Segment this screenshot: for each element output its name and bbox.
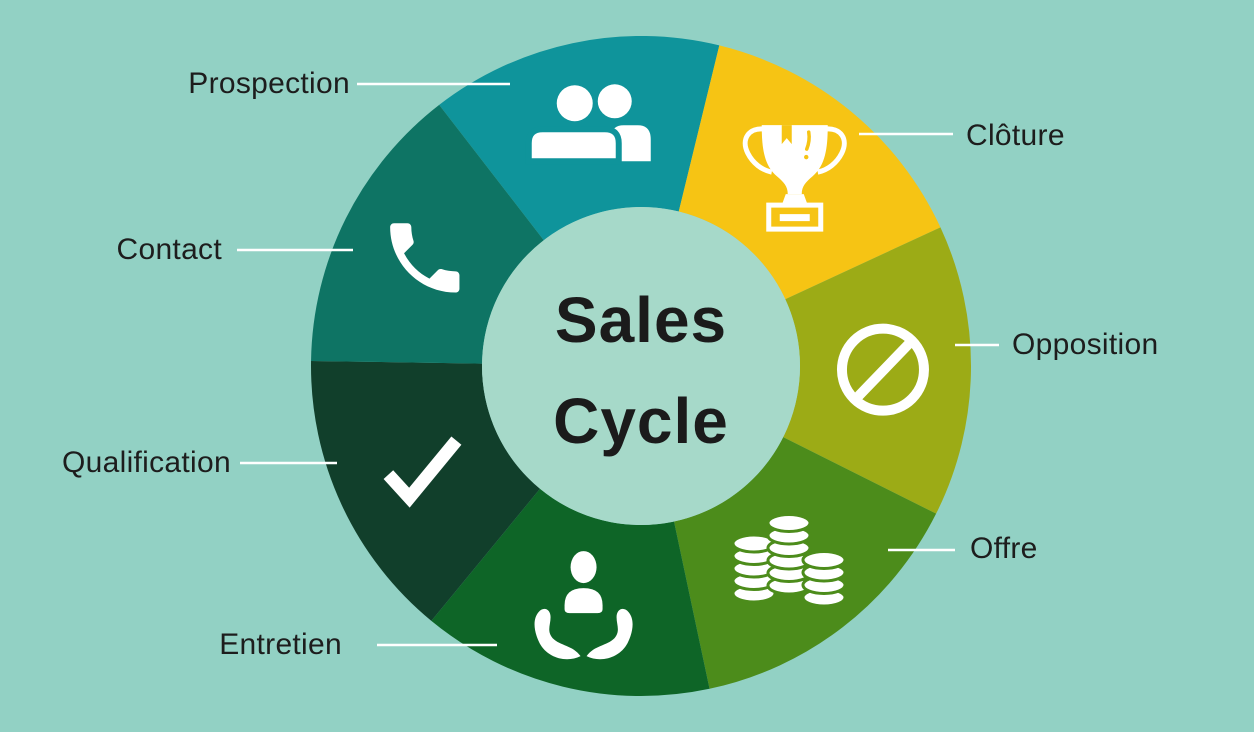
segment-qualification xyxy=(311,360,540,621)
segment-label-entretien: Entretien xyxy=(219,628,342,661)
coins-icon xyxy=(731,512,847,608)
segment-contact xyxy=(311,104,544,364)
segment-label-qualification: Qualification xyxy=(62,446,231,479)
segment-label-offre: Offre xyxy=(970,532,1038,565)
chart-title: Sales Cycle xyxy=(553,270,729,472)
trophy-icon xyxy=(742,125,847,232)
segment-label-contact: Contact xyxy=(116,233,222,266)
segment-label-prospection: Prospection xyxy=(188,67,350,100)
care-icon xyxy=(534,551,633,660)
chart-title-line2: Cycle xyxy=(553,385,729,457)
phone-icon xyxy=(390,223,460,293)
no-sign-icon xyxy=(836,323,929,416)
check-icon xyxy=(383,436,462,508)
center-circle xyxy=(482,207,800,525)
chart-title-line1: Sales xyxy=(554,284,728,356)
segment-label-cloture: Clôture xyxy=(966,119,1065,152)
people-icon xyxy=(525,84,651,165)
segment-label-opposition: Opposition xyxy=(1012,328,1159,361)
